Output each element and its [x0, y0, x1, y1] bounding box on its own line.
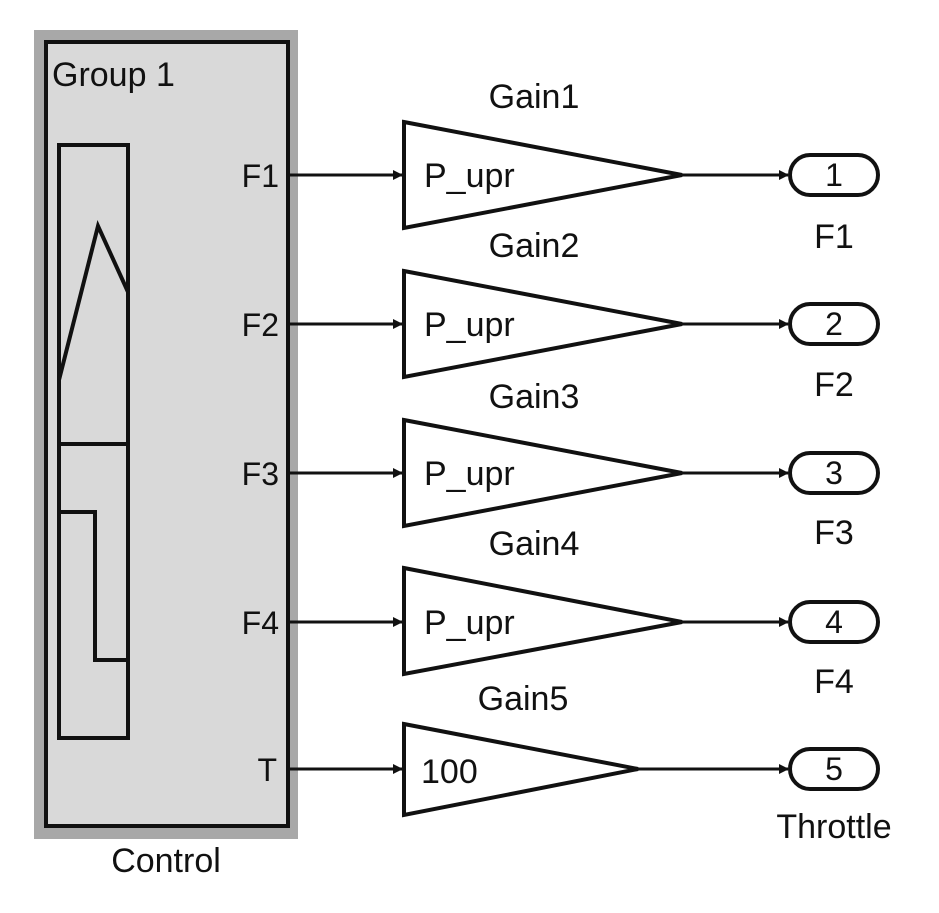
gain-name: Gain1 — [489, 78, 580, 116]
port-label-f1: F1 — [242, 158, 279, 194]
outport-label: F1 — [814, 218, 854, 256]
outport-number: 2 — [825, 306, 843, 342]
outport-4[interactable]: 4 F4 — [788, 600, 880, 701]
outport-body[interactable] — [788, 451, 880, 495]
outport-5[interactable]: 5 Throttle — [776, 747, 892, 846]
gain-block-1[interactable]: Gain1 P_upr — [402, 78, 683, 231]
subsystem-body[interactable] — [44, 40, 290, 828]
port-label-f4: F4 — [242, 605, 279, 641]
gain-block-2[interactable]: Gain2 P_upr — [402, 227, 683, 380]
outport-body[interactable] — [788, 600, 880, 644]
outport-body[interactable] — [788, 302, 880, 346]
outport-3[interactable]: 3 F3 — [788, 451, 880, 552]
gain-block-5[interactable]: Gain5 100 — [402, 680, 639, 818]
gain-triangle[interactable] — [402, 565, 683, 677]
gain-triangle[interactable] — [402, 268, 683, 380]
gain-name: Gain2 — [489, 227, 580, 265]
outport-label: F3 — [814, 514, 854, 552]
gain-triangle[interactable] — [402, 417, 683, 529]
outport-body[interactable] — [788, 153, 880, 197]
outport-label: F4 — [814, 663, 854, 701]
outport-label: F2 — [814, 366, 854, 404]
subsystem-name: Control — [111, 842, 221, 880]
gain-name: Gain5 — [478, 680, 569, 718]
gain-triangle[interactable] — [402, 721, 639, 818]
outport-number: 1 — [825, 157, 843, 193]
subsystem-title: Group 1 — [52, 56, 175, 94]
outport-label: Throttle — [776, 808, 891, 846]
outport-number: 3 — [825, 455, 843, 491]
outport-2[interactable]: 2 F2 — [788, 302, 880, 404]
gain-value: P_upr — [424, 455, 515, 493]
outport-1[interactable]: 1 F1 — [788, 153, 880, 256]
port-label-f3: F3 — [242, 456, 279, 492]
gain-value: 100 — [421, 753, 478, 791]
port-label-t: T — [257, 752, 277, 788]
outport-number: 5 — [825, 751, 843, 787]
outport-body[interactable] — [788, 747, 880, 791]
gain-value: P_upr — [424, 306, 515, 344]
outport-number: 4 — [825, 604, 843, 640]
gain-value: P_upr — [424, 157, 515, 195]
control-subsystem-block[interactable]: Group 1 F1 F2 F3 F4 T — [34, 30, 298, 839]
gain-block-4[interactable]: Gain4 P_upr — [402, 525, 683, 677]
signal-builder-icon — [57, 143, 130, 740]
port-label-f2: F2 — [242, 307, 279, 343]
gain-block-3[interactable]: Gain3 P_upr — [402, 378, 683, 529]
gain-triangle[interactable] — [402, 119, 683, 231]
gain-name: Gain3 — [489, 378, 580, 416]
gain-value: P_upr — [424, 604, 515, 642]
gain-name: Gain4 — [489, 525, 580, 563]
